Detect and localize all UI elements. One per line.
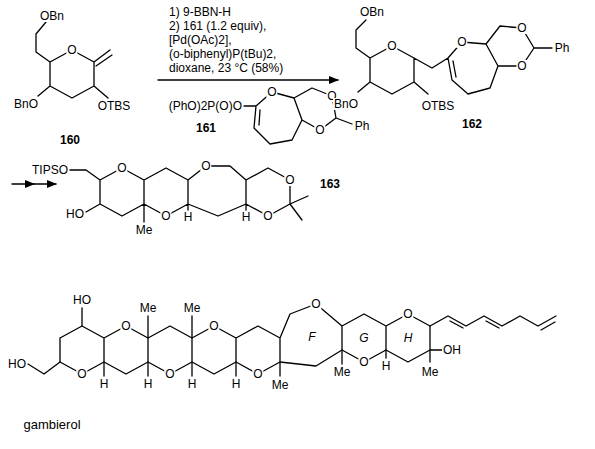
gambierol-skeleton: [60, 304, 430, 374]
atom-label: O: [314, 124, 325, 136]
atom-label: O: [120, 320, 131, 332]
atom-label: BnO: [333, 98, 359, 110]
atom-label: Ph: [554, 42, 571, 54]
atom-label: O: [386, 40, 397, 52]
atom-label: O: [76, 368, 87, 380]
atom-label: H: [241, 211, 252, 223]
atom-label: H: [143, 378, 154, 390]
compound-number: 163: [319, 178, 341, 190]
atom-label: Me: [139, 302, 158, 314]
compound-number: 161: [195, 122, 217, 134]
atom-label: HO: [72, 294, 92, 306]
atom-label: O: [208, 320, 219, 332]
atom-label: O: [358, 356, 369, 368]
compound-162: [356, 20, 552, 94]
reaction-arrow: [158, 79, 338, 80]
atom-label: Me: [183, 302, 202, 314]
reagent-text: (o-biphenyl)P(tBu)2,: [168, 48, 277, 60]
atom-label: H: [231, 378, 242, 390]
atom-label: H: [187, 378, 198, 390]
atom-label: O: [252, 368, 263, 380]
atom-label: H: [381, 360, 392, 372]
atom-label: O: [116, 162, 127, 174]
atom-label: Ph: [354, 120, 371, 132]
ring-letter: G: [358, 332, 369, 344]
atom-label: O: [160, 210, 171, 222]
atom-label: TIPSO: [31, 164, 69, 176]
multistep-arrow: [34, 183, 56, 184]
reagent-text: 1) 9-BBN-H: [168, 6, 232, 18]
atom-label: O: [516, 60, 527, 72]
atom-label: O: [66, 44, 77, 56]
reagent-text: 2) 161 (1.2 equiv),: [168, 20, 267, 32]
multistep-arrow: [12, 183, 34, 184]
atom-label: Me: [135, 224, 154, 236]
atom-label: (PhO)2P(O)O: [168, 100, 243, 112]
atom-label: O: [164, 368, 175, 380]
compound-160: [36, 22, 112, 98]
atom-label: Me: [271, 379, 290, 391]
atom-label: Me: [421, 366, 440, 378]
atom-label: HO: [7, 358, 27, 370]
atom-label: O: [402, 308, 413, 320]
atom-label: O: [262, 210, 273, 222]
atom-label: Me: [333, 366, 352, 378]
atom-label: OBn: [39, 10, 65, 22]
atom-label: HO: [65, 208, 85, 220]
atom-label: O: [516, 22, 527, 34]
atom-label: BnO: [13, 98, 39, 110]
atom-label: O: [284, 174, 295, 186]
atom-label: O: [310, 298, 321, 310]
compound-161: [244, 88, 352, 144]
atom-label: O: [456, 36, 467, 48]
atom-label: O: [200, 160, 211, 172]
reagent-text: [Pd(OAc)2],: [168, 34, 233, 46]
compound-number: 162: [461, 118, 483, 130]
atom-label: OBn: [359, 6, 385, 18]
gambierol-substituents: [28, 308, 556, 376]
reagent-text: dioxane, 23 °C (58%): [168, 62, 284, 74]
atom-label: OH: [442, 344, 462, 356]
atom-label: O: [266, 86, 277, 98]
compound-number: gambierol: [22, 418, 81, 431]
atom-label: H: [99, 378, 110, 390]
ring-letter: H: [403, 332, 414, 344]
ring-letter: F: [307, 331, 316, 343]
atom-label: OTBS: [421, 100, 456, 112]
atom-label: OTBS: [97, 100, 132, 112]
compound-number: 160: [59, 134, 81, 146]
compound-163: [70, 166, 308, 222]
atom-label: H: [183, 211, 194, 223]
